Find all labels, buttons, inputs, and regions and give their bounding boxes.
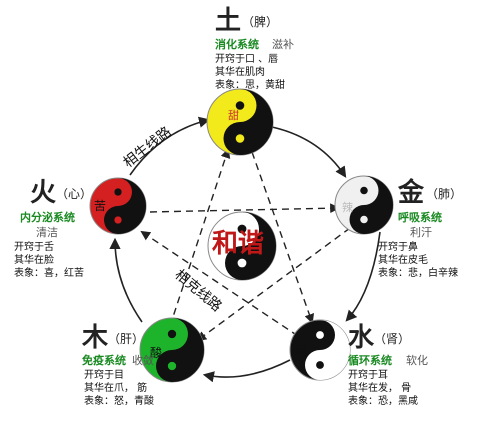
fire-system: 内分泌系统 bbox=[20, 211, 75, 224]
restraining-route-label: 相克线路 bbox=[171, 267, 224, 315]
metal-line-3: 表象：悲，白辛辣 bbox=[378, 268, 458, 279]
metal-organ: （肺） bbox=[426, 187, 463, 201]
water-name: 水 bbox=[348, 323, 375, 353]
generating-route-label: 相生线路 bbox=[121, 124, 175, 171]
wood-function: 收敛 bbox=[132, 354, 154, 367]
earth-yinyang-icon bbox=[206, 88, 274, 156]
fire-line-1: 开窍于舌 bbox=[14, 242, 54, 253]
restraining-arrow-water-fire bbox=[140, 230, 299, 337]
generating-arrow-fire-earth bbox=[129, 116, 211, 176]
metal-system: 呼吸系统 bbox=[398, 211, 442, 224]
earth-organ: （脾） bbox=[242, 15, 279, 29]
earth-taste-label: 甜 bbox=[228, 109, 239, 122]
metal-function: 利汗 bbox=[410, 226, 432, 239]
water-organ: （肾） bbox=[374, 332, 411, 346]
fire-yinyang-icon bbox=[89, 177, 147, 235]
generating-arrow-earth-metal bbox=[271, 126, 347, 178]
generating-arrow-wood-fire bbox=[109, 237, 143, 323]
fire-taste-label: 苦 bbox=[94, 199, 106, 213]
metal-line-1: 开窍于鼻 bbox=[378, 242, 418, 253]
wood-system: 免疫系统 bbox=[82, 354, 126, 367]
wood-line-3: 表象：怒，青酸 bbox=[84, 396, 154, 407]
fire-line-3: 表象：喜，红苦 bbox=[14, 268, 84, 279]
wood-line-2: 其华在爪， 筋 bbox=[84, 383, 148, 394]
water-line-1: 开窍于耳 bbox=[348, 370, 388, 381]
metal-name: 金 bbox=[398, 178, 425, 208]
metal-line-2: 其华在皮毛 bbox=[378, 255, 428, 266]
wood-name: 木 bbox=[82, 323, 109, 353]
wood-organ: （肝） bbox=[108, 332, 145, 346]
water-yinyang-icon bbox=[289, 319, 351, 381]
restraining-arrow-wood-earth bbox=[169, 148, 231, 327]
earth-line-1: 开窍于口 、唇 bbox=[215, 54, 279, 65]
restraining-arrow-earth-water bbox=[251, 151, 315, 324]
wood-taste-label: 酸 bbox=[150, 345, 162, 360]
earth-line-2: 其华在肌肉 bbox=[215, 67, 265, 78]
wood-yinyang-icon bbox=[139, 317, 205, 383]
fire-function: 清洁 bbox=[36, 226, 58, 239]
generating-arrow-metal-water bbox=[345, 231, 381, 322]
fire-name: 火 bbox=[30, 178, 57, 208]
water-function: 软化 bbox=[406, 354, 428, 367]
earth-name: 土 bbox=[215, 6, 242, 36]
fire-organ: （心） bbox=[56, 187, 93, 201]
fire-line-2: 其华在脸 bbox=[14, 255, 54, 266]
earth-line-3: 表象：思，黄甜 bbox=[215, 80, 285, 91]
center-yinyang-icon bbox=[207, 211, 277, 281]
earth-function: 滋补 bbox=[272, 38, 294, 51]
water-line-2: 其华在发， 骨 bbox=[348, 383, 412, 394]
water-taste-label: 咸 bbox=[296, 345, 308, 359]
center-label: 和谐 bbox=[212, 229, 264, 259]
metal-yinyang-icon bbox=[334, 175, 394, 235]
generating-arrow-water-wood bbox=[202, 359, 291, 383]
earth-system: 消化系统 bbox=[215, 38, 259, 51]
metal-taste-label: 辣 bbox=[342, 200, 353, 214]
restraining-arrow-metal-wood bbox=[196, 227, 351, 342]
water-line-3: 表象：恐，黑咸 bbox=[348, 396, 418, 407]
restraining-arrow-fire-metal bbox=[149, 203, 340, 214]
wood-line-1: 开窍于目 bbox=[84, 370, 124, 381]
water-system: 循环系统 bbox=[348, 354, 392, 367]
